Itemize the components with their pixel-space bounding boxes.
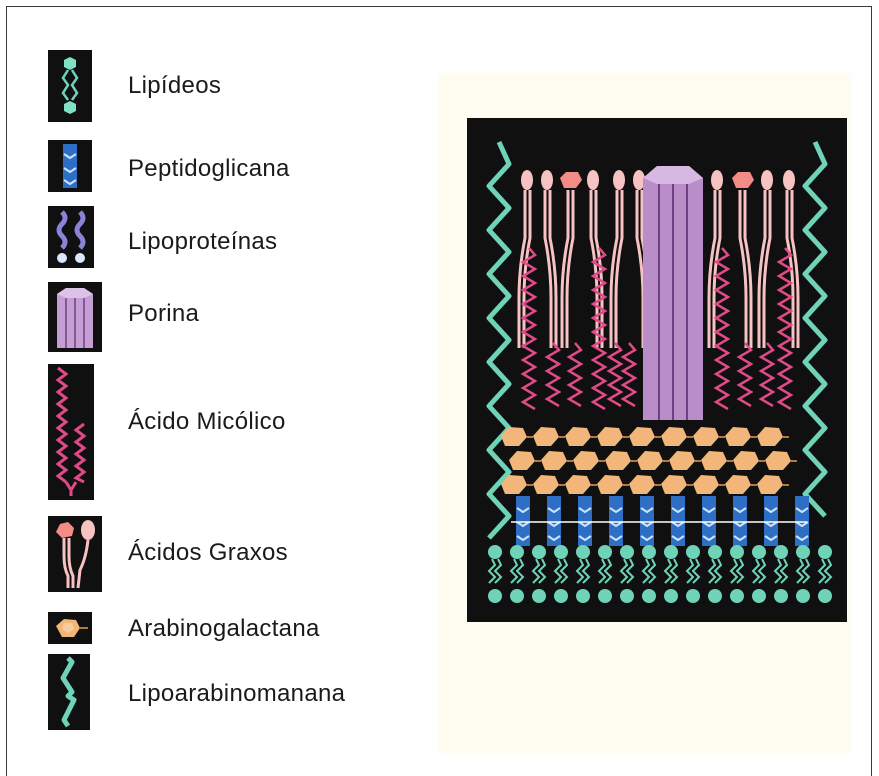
fatty-acid-head — [587, 170, 599, 190]
peptidoglycan-strand — [578, 496, 592, 546]
lipid-head — [752, 589, 766, 603]
fatty-acid-head — [783, 170, 795, 190]
lipid-head — [686, 545, 700, 559]
lipid-head — [554, 589, 568, 603]
peptidoglycan-strand — [733, 496, 747, 546]
lipid-head — [664, 545, 678, 559]
lipid-head — [510, 589, 524, 603]
porin-icon — [48, 282, 102, 352]
legend-label-lipoarabinomannan: Lipoarabinomanana — [128, 680, 345, 708]
lipid-head — [554, 545, 568, 559]
lipid-head — [708, 589, 722, 603]
lipid-head — [774, 589, 788, 603]
mycolic-acid-icon — [48, 364, 94, 500]
fatty-acid-head — [521, 170, 533, 190]
lipid-head — [708, 545, 722, 559]
legend-label-porin: Porina — [128, 300, 199, 328]
lipid-head — [796, 545, 810, 559]
legend-label-peptidoglycan: Peptidoglicana — [128, 155, 290, 183]
legend-label-mycolic-acid: Ácido Micólico — [128, 408, 286, 436]
lipid-head — [620, 545, 634, 559]
lipid-head — [488, 545, 502, 559]
fatty-acids-icon — [48, 516, 102, 592]
lipid-head — [576, 589, 590, 603]
lipid-head — [642, 545, 656, 559]
peptidoglycan-strand — [640, 496, 654, 546]
lipoprotein-icon — [48, 206, 94, 268]
peptidoglycan-strand — [516, 496, 530, 546]
arabinogalactan-icon — [48, 612, 92, 644]
lipid-head — [664, 589, 678, 603]
legend-label-arabinogalactan: Arabinogalactana — [128, 615, 320, 643]
lipid-icon — [48, 50, 92, 122]
peptidoglycan-strand — [764, 496, 778, 546]
peptidoglycan-icon — [48, 140, 92, 192]
lipid-head — [730, 589, 744, 603]
lipid-head — [532, 589, 546, 603]
lipid-head — [576, 545, 590, 559]
peptidoglycan-strand — [795, 496, 809, 546]
lipid-head — [796, 589, 810, 603]
lipid-head — [818, 545, 832, 559]
fatty-acid-head — [711, 170, 723, 190]
peptidoglycan-strand — [671, 496, 685, 546]
peptidoglycan-strand — [547, 496, 561, 546]
lipid-head — [752, 545, 766, 559]
fatty-acid-head — [613, 170, 625, 190]
lipid-head — [730, 545, 744, 559]
legend-label-lipoproteins: Lipoproteínas — [128, 228, 277, 256]
peptidoglycan-strand — [702, 496, 716, 546]
lipid-head — [488, 589, 502, 603]
cell-wall-diagram — [467, 118, 847, 622]
lipid-head — [686, 589, 700, 603]
lipid-head — [598, 545, 612, 559]
lipid-head — [510, 545, 524, 559]
lipid-head — [774, 545, 788, 559]
lipid-head — [818, 589, 832, 603]
legend-label-fatty-acids: Ácidos Graxos — [128, 539, 288, 567]
lipid-head — [620, 589, 634, 603]
legend-label-lipids: Lipídeos — [128, 72, 221, 100]
peptidoglycan-strand — [609, 496, 623, 546]
lipid-head — [598, 589, 612, 603]
lipid-head — [642, 589, 656, 603]
fatty-acid-head — [761, 170, 773, 190]
lipoarabinomannan-icon — [48, 654, 90, 730]
fatty-acid-head — [541, 170, 553, 190]
lipid-head — [532, 545, 546, 559]
